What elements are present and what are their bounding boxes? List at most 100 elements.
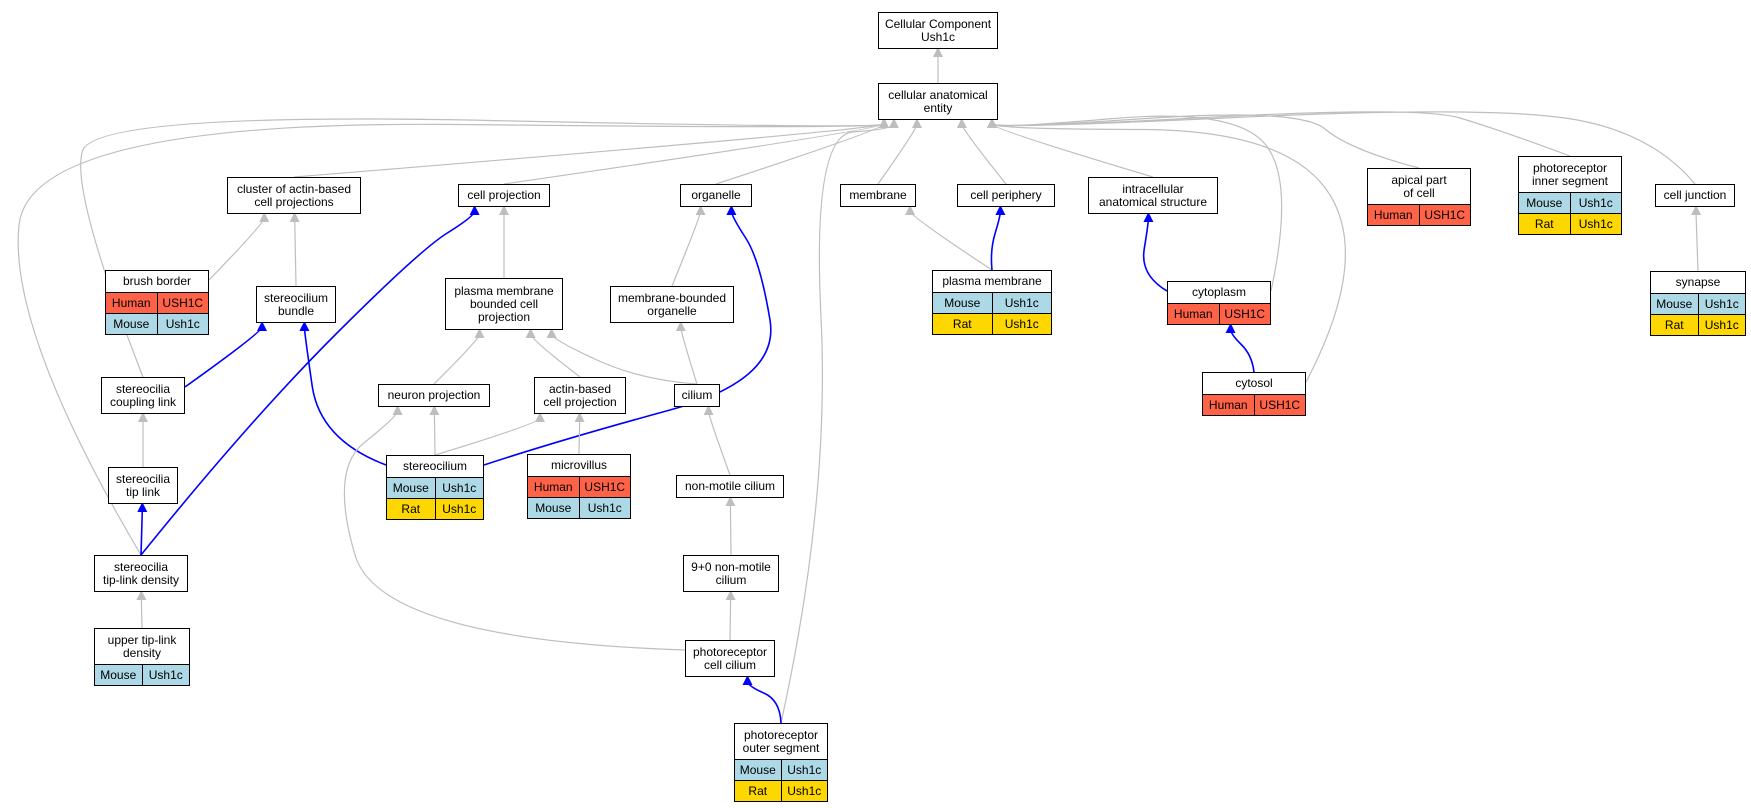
term-label: cytosol bbox=[1235, 376, 1273, 390]
gene-symbol-cell: Ush1c bbox=[578, 497, 630, 518]
term-node-tiplink[interactable]: stereocilia tip link bbox=[108, 467, 178, 504]
term-label: brush border bbox=[122, 274, 192, 288]
term-label: plasma membrane bounded cell projection bbox=[454, 283, 554, 324]
term-node-coupling[interactable]: stereocilia coupling link bbox=[101, 377, 185, 414]
term-label: cilium bbox=[681, 388, 713, 402]
edge-is-a-brush-to-cluster bbox=[208, 212, 270, 281]
edge-is-a-pris-to-cae bbox=[987, 111, 1571, 157]
species-cell: Rat bbox=[1651, 314, 1698, 335]
species-cell: Human bbox=[528, 476, 579, 498]
gene-symbol-cell: Ush1c bbox=[1697, 314, 1745, 335]
term-label: microvillus bbox=[550, 458, 607, 472]
species-cell: Rat bbox=[735, 780, 781, 801]
term-node-cilium[interactable]: cilium bbox=[674, 384, 720, 407]
species-cell: Mouse bbox=[1651, 293, 1698, 315]
term-node-cae[interactable]: cellular anatomical entity bbox=[878, 83, 998, 120]
term-node-organelle[interactable]: organelle bbox=[680, 184, 752, 207]
gene-symbol-cell: Ush1c bbox=[141, 664, 189, 685]
edge-part-of-pros-to-prcc bbox=[742, 675, 782, 724]
gene-symbol-cell: USH1C bbox=[156, 292, 208, 314]
term-node-pmbcp[interactable]: plasma membrane bounded cell projection bbox=[445, 278, 563, 330]
edge-is-a-bundle-to-cluster bbox=[289, 212, 300, 287]
species-cell: Rat bbox=[933, 313, 992, 334]
species-cell: Mouse bbox=[387, 477, 435, 499]
term-node-intracell[interactable]: intracellular anatomical structure bbox=[1088, 177, 1218, 214]
edge-part-of-cytoplasm-to-intracell bbox=[1142, 212, 1168, 292]
term-label: stereocilium bbox=[402, 459, 468, 473]
term-node-neuronproj[interactable]: neuron projection bbox=[378, 384, 490, 407]
gene-symbol-cell: Ush1c bbox=[780, 780, 827, 801]
gene-symbol-cell: Ush1c bbox=[1569, 192, 1621, 214]
gene-symbol-cell: Ush1c bbox=[780, 759, 827, 781]
edge-part-of-tipdensity-to-tiplink bbox=[137, 502, 148, 556]
term-node-cluster[interactable]: cluster of actin-based cell projections bbox=[227, 177, 361, 214]
edge-is-a-prcc-to-ninezero bbox=[725, 590, 736, 641]
edge-is-a-junction-to-cae bbox=[987, 111, 1696, 185]
edge-is-a-cytoplasm-to-cae bbox=[987, 115, 1283, 292]
term-node-junction[interactable]: cell junction bbox=[1655, 184, 1735, 207]
species-cell: Rat bbox=[387, 498, 435, 519]
term-node-mbo[interactable]: membrane-bounded organelle bbox=[610, 286, 734, 323]
edge-is-a-pros-to-cae bbox=[780, 118, 899, 724]
edge-is-a-membrane-to-cae bbox=[877, 118, 922, 185]
edge-is-a-stereocilium-to-actinproj bbox=[434, 412, 545, 456]
edge-is-a-cellproj-to-cae bbox=[503, 118, 889, 185]
term-node-periphery[interactable]: cell periphery bbox=[957, 184, 1055, 207]
term-node-prcc[interactable]: photoreceptor cell cilium bbox=[685, 640, 775, 677]
term-label: apical part of cell bbox=[1391, 172, 1447, 200]
edge-is-a-cluster-to-cae bbox=[293, 118, 889, 178]
edge-part-of-pm-to-periphery bbox=[990, 205, 1006, 271]
edge-part-of-cytosol-to-cytoplasm bbox=[1225, 323, 1255, 373]
edge-is-a-microvillus-to-actinproj bbox=[574, 412, 585, 455]
edge-is-a-stereocilium-to-neuronproj bbox=[429, 405, 440, 456]
term-node-actinproj[interactable]: actin-based cell projection bbox=[534, 377, 626, 414]
term-label: stereocilia tip-link density bbox=[102, 559, 180, 587]
term-label: cluster of actin-based cell projections bbox=[236, 181, 352, 209]
species-cell: Mouse bbox=[933, 292, 992, 314]
species-cell: Mouse bbox=[95, 664, 142, 685]
edge-is-a-cilium-to-pmbcp bbox=[546, 328, 698, 385]
edge-is-a-mbo-to-organelle bbox=[671, 205, 706, 287]
term-label: photoreceptor outer segment bbox=[742, 727, 820, 755]
species-cell: Human bbox=[1203, 394, 1254, 415]
term-node-ninezero[interactable]: 9+0 non-motile cilium bbox=[683, 555, 779, 592]
edge-is-a-neuronproj-to-pmbcp bbox=[433, 328, 485, 385]
term-node-membrane[interactable]: membrane bbox=[840, 184, 916, 207]
term-node-nonmotile[interactable]: non-motile cilium bbox=[676, 475, 784, 498]
term-node-bundle[interactable]: stereocilium bundle bbox=[256, 286, 336, 323]
edge-is-a-cytosol-to-cae bbox=[987, 118, 1346, 383]
edge-is-a-tipdensity-to-cae bbox=[17, 118, 889, 556]
edge-part-of-stereocilium-to-organelle bbox=[483, 205, 772, 466]
term-node-cellproj[interactable]: cell projection bbox=[458, 184, 550, 207]
term-label: organelle bbox=[691, 188, 741, 202]
term-label: non-motile cilium bbox=[684, 479, 776, 493]
edge-part-of-coupling-to-bundle bbox=[184, 321, 267, 388]
term-label: Cellular Component Ush1c bbox=[884, 16, 992, 44]
term-node-tipdensity[interactable]: stereocilia tip-link density bbox=[94, 555, 188, 592]
term-label: cellular anatomical entity bbox=[888, 87, 988, 115]
term-node-root[interactable]: Cellular Component Ush1c bbox=[878, 12, 998, 49]
edge-is-a-organelle-to-cae bbox=[715, 118, 889, 185]
